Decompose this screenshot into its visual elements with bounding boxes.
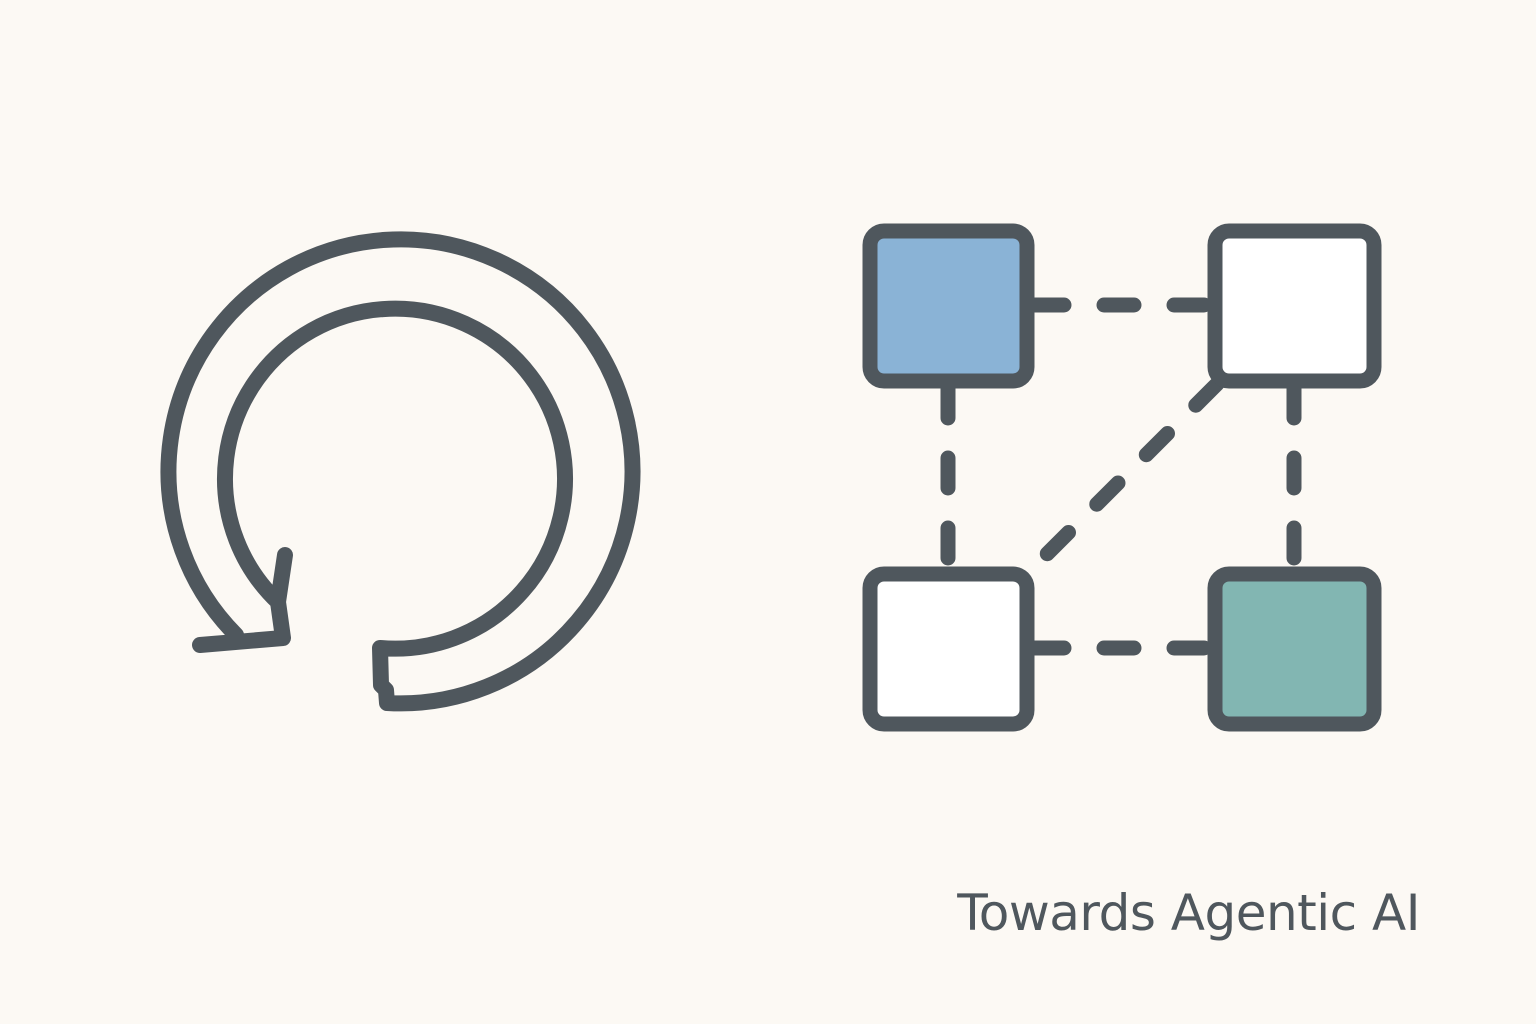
network-nodes bbox=[862, 223, 1382, 732]
node-bottom-left bbox=[862, 566, 1035, 732]
node-network-icon bbox=[862, 223, 1382, 732]
circular-arrow-icon bbox=[160, 231, 641, 712]
edge-top-right-bottom-left bbox=[1032, 376, 1225, 569]
circular-arrow-outline bbox=[160, 231, 641, 712]
node-bottom-right bbox=[1207, 566, 1382, 732]
network-edges bbox=[940, 297, 1302, 656]
caption-title: Towards Agentic AI bbox=[957, 884, 1420, 942]
node-top-right bbox=[1207, 223, 1382, 389]
node-top-left bbox=[862, 223, 1035, 389]
